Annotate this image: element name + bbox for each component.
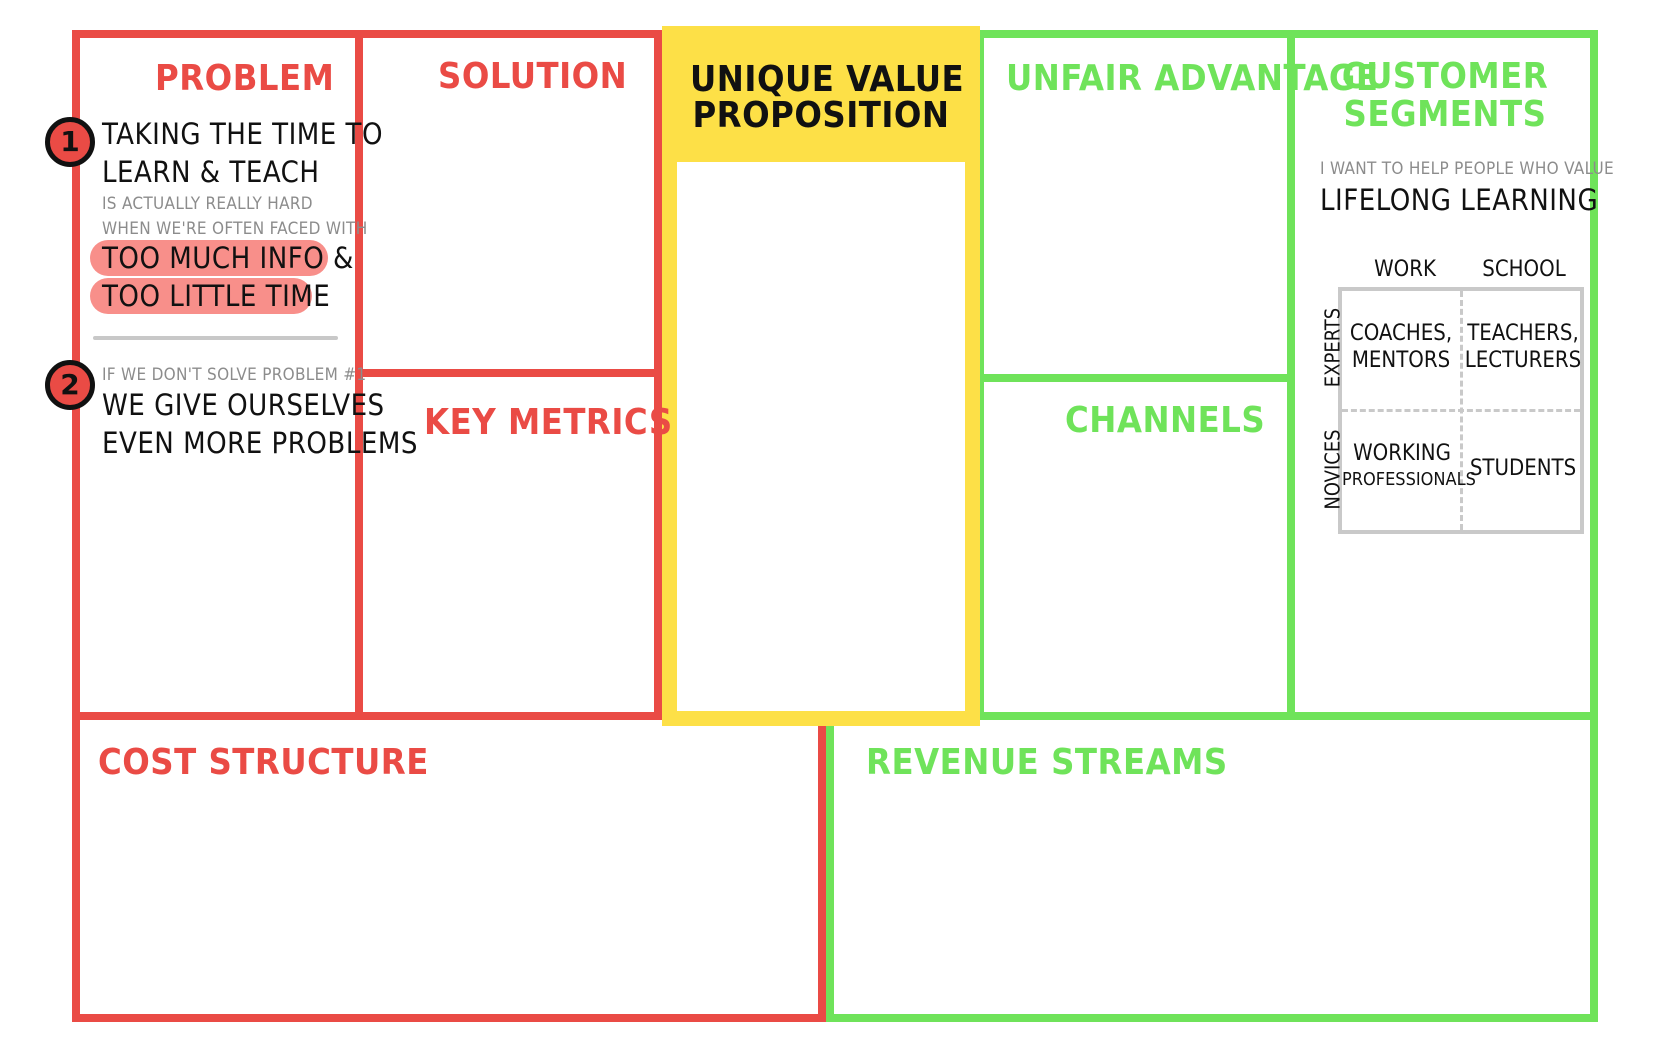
segments-intro: I WANT TO HELP PEOPLE WHO VALUE bbox=[1320, 159, 1614, 179]
segments-matrix-hdivider bbox=[1342, 409, 1580, 412]
segment-cell-text: WORKING bbox=[1353, 441, 1451, 466]
cost-structure-title: COST STRUCTURE bbox=[98, 742, 429, 783]
highlight-too-little-time bbox=[90, 278, 312, 314]
segments-col-school: SCHOOL bbox=[1482, 257, 1566, 282]
problem-1-highlight1: TOO MUCH INFO & bbox=[102, 241, 354, 275]
segment-cell-experts-school: TEACHERS, LECTURERS bbox=[1464, 320, 1582, 374]
problem-number-badge-1: 1 bbox=[45, 117, 95, 167]
segment-cell-text: PROFESSIONALS bbox=[1342, 469, 1476, 490]
problem-1-line2: LEARN & TEACH bbox=[102, 155, 320, 189]
customer-segments-title: CUSTOMER SEGMENTS bbox=[1300, 58, 1590, 134]
uvp-title-line2: PROPOSITION bbox=[692, 95, 950, 136]
solution-title: SOLUTION bbox=[438, 56, 628, 97]
segment-cell-text: COACHES, bbox=[1349, 321, 1453, 346]
problem-2-line1: WE GIVE OURSELVES bbox=[102, 388, 385, 422]
uvp-title: UNIQUE VALUE PROPOSITION bbox=[690, 59, 965, 136]
solution-metrics-divider bbox=[355, 369, 662, 377]
problem-2-sub1: IF WE DON'T SOLVE PROBLEM #1 bbox=[102, 365, 367, 385]
problem-title: PROBLEM bbox=[155, 58, 335, 99]
problem-1-sub1: IS ACTUALLY REALLY HARD bbox=[102, 194, 313, 214]
revenue-streams-frame bbox=[826, 712, 1598, 1022]
advantage-channels-divider bbox=[976, 374, 1295, 382]
customer-segments-title-line2: SEGMENTS bbox=[1343, 94, 1547, 135]
segments-col-work: WORK bbox=[1374, 257, 1436, 282]
cost-structure-frame bbox=[72, 712, 826, 1022]
problem-1-highlight2: TOO LITTLE TIME bbox=[102, 279, 331, 313]
segments-row-experts: EXPERTS bbox=[1320, 307, 1345, 388]
segment-cell-text: LECTURERS bbox=[1464, 348, 1582, 373]
customer-segments-title-line1: CUSTOMER bbox=[1341, 56, 1549, 97]
segment-cell-experts-work: COACHES, MENTORS bbox=[1344, 320, 1458, 374]
segment-cell-text: STUDENTS bbox=[1469, 456, 1577, 481]
problem-number-badge-2: 2 bbox=[45, 360, 95, 410]
problem-1-sub2: WHEN WE'RE OFTEN FACED WITH bbox=[102, 219, 368, 239]
key-metrics-title: KEY METRICS bbox=[424, 402, 673, 443]
segments-focus: LIFELONG LEARNING bbox=[1320, 183, 1599, 217]
channels-title: CHANNELS bbox=[1065, 400, 1266, 441]
unfair-advantage-title: UNFAIR ADVANTAGE bbox=[1006, 58, 1379, 99]
segments-matrix bbox=[1338, 287, 1584, 534]
segment-cell-text: TEACHERS, bbox=[1467, 321, 1579, 346]
problem-separator bbox=[93, 336, 338, 340]
uvp-title-line1: UNIQUE VALUE bbox=[690, 59, 965, 100]
segment-cell-novices-school: STUDENTS bbox=[1464, 455, 1582, 482]
uvp-body bbox=[677, 162, 965, 711]
problem-2-line2: EVEN MORE PROBLEMS bbox=[102, 426, 418, 460]
highlight-too-much-info bbox=[90, 240, 328, 276]
segment-cell-novices-work: WORKING PROFESSIONALS bbox=[1342, 440, 1476, 493]
problem-1-line1: TAKING THE TIME TO bbox=[102, 117, 384, 151]
revenue-streams-title: REVENUE STREAMS bbox=[866, 742, 1228, 783]
segment-cell-text: MENTORS bbox=[1351, 348, 1451, 373]
